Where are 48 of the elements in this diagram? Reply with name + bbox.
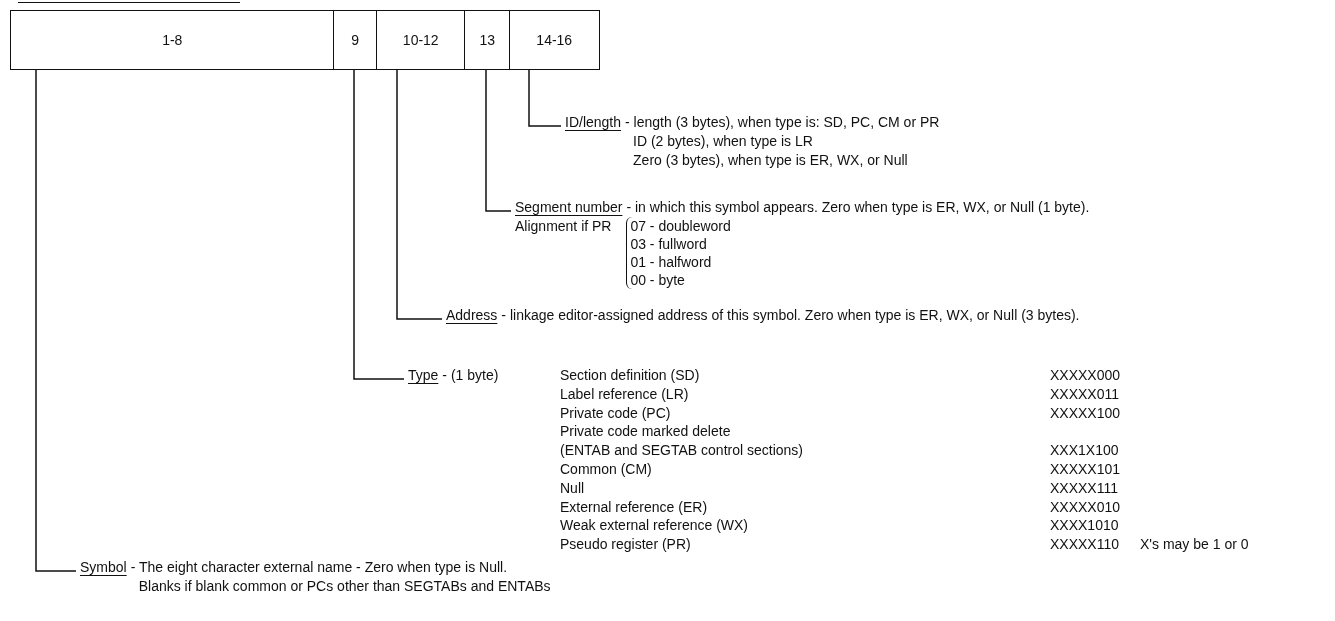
field-name: ID/length <box>565 113 622 131</box>
table-text: XXX1X100 <box>1050 441 1119 460</box>
field-description: Blanks if blank common or PCs other than SEGTABs and ENTABs <box>137 577 551 595</box>
table-text: XXXXX000 <box>1050 366 1121 384</box>
table-text: Private code marked delete <box>560 422 731 441</box>
field-name: Address <box>446 306 498 324</box>
table-text: Common (CM) <box>560 460 652 478</box>
table-text: XXXXX110 <box>1050 535 1119 554</box>
field-description: - linkage editor-assigned address of this symbol. Zero when type is ER, WX, or Null (3 bytes). <box>501 306 1080 324</box>
alignment-option: 00 - byte <box>630 271 1090 289</box>
note-text: X's may be 1 or 0 <box>1140 535 1249 554</box>
byte-range-cell: 1-8 <box>10 10 335 70</box>
leader-line <box>353 69 405 380</box>
table-text: Section definition (SD) <box>560 366 700 384</box>
table-text: XXXXX101 <box>1050 460 1121 478</box>
leader-line <box>485 69 512 212</box>
table-text: External reference (ER) <box>560 497 708 516</box>
alignment-option: 07 - doubleword <box>630 217 1090 235</box>
field-description: - length (3 bytes), when type is: SD, PC, CM or PR <box>625 113 940 131</box>
field-name: Symbol <box>80 558 127 576</box>
byte-range-cell: 9 <box>333 10 378 70</box>
field-description: ID (2 bytes), when type is LR <box>632 132 814 150</box>
table-text: Null <box>560 478 585 497</box>
table-text: (ENTAB and SEGTAB control sections) <box>560 441 803 460</box>
field-name: Segment number <box>515 198 623 216</box>
alignment-heading: Alignment if PR <box>515 217 613 236</box>
table-text: XXXXX011 <box>1050 384 1119 403</box>
alignment-option: 01 - halfword <box>630 253 1090 271</box>
table-text: Label reference (LR) <box>560 384 689 403</box>
table-text: XXXXX111 <box>1050 478 1118 497</box>
field-description: Zero (3 bytes), when type is ER, WX, or Null <box>632 151 909 169</box>
table-text: XXXXX010 <box>1050 497 1121 516</box>
leader-line <box>35 69 77 572</box>
byte-range-cell: 13 <box>464 10 511 70</box>
table-text: Weak external reference (WX) <box>560 516 749 535</box>
alignment-option: 03 - fullword <box>630 235 1090 253</box>
leader-line <box>528 69 562 127</box>
table-text: Private code (PC) <box>560 403 671 422</box>
field-name: Type <box>408 366 439 384</box>
field-description: - The eight character external name - Zero when type is Null. <box>130 558 509 576</box>
field-description: - in which this symbol appears. Zero when type is ER, WX, or Null (1 byte). <box>626 198 1090 216</box>
field-description: - (1 byte) <box>442 366 499 384</box>
byte-range-cell: 10-12 <box>376 10 466 70</box>
table-text: XXXXX100 <box>1050 403 1121 422</box>
byte-range-cell: 14-16 <box>509 10 600 70</box>
leader-line <box>396 69 443 320</box>
table-text: XXXX1010 <box>1050 516 1119 535</box>
table-text: Pseudo register (PR) <box>560 535 691 554</box>
